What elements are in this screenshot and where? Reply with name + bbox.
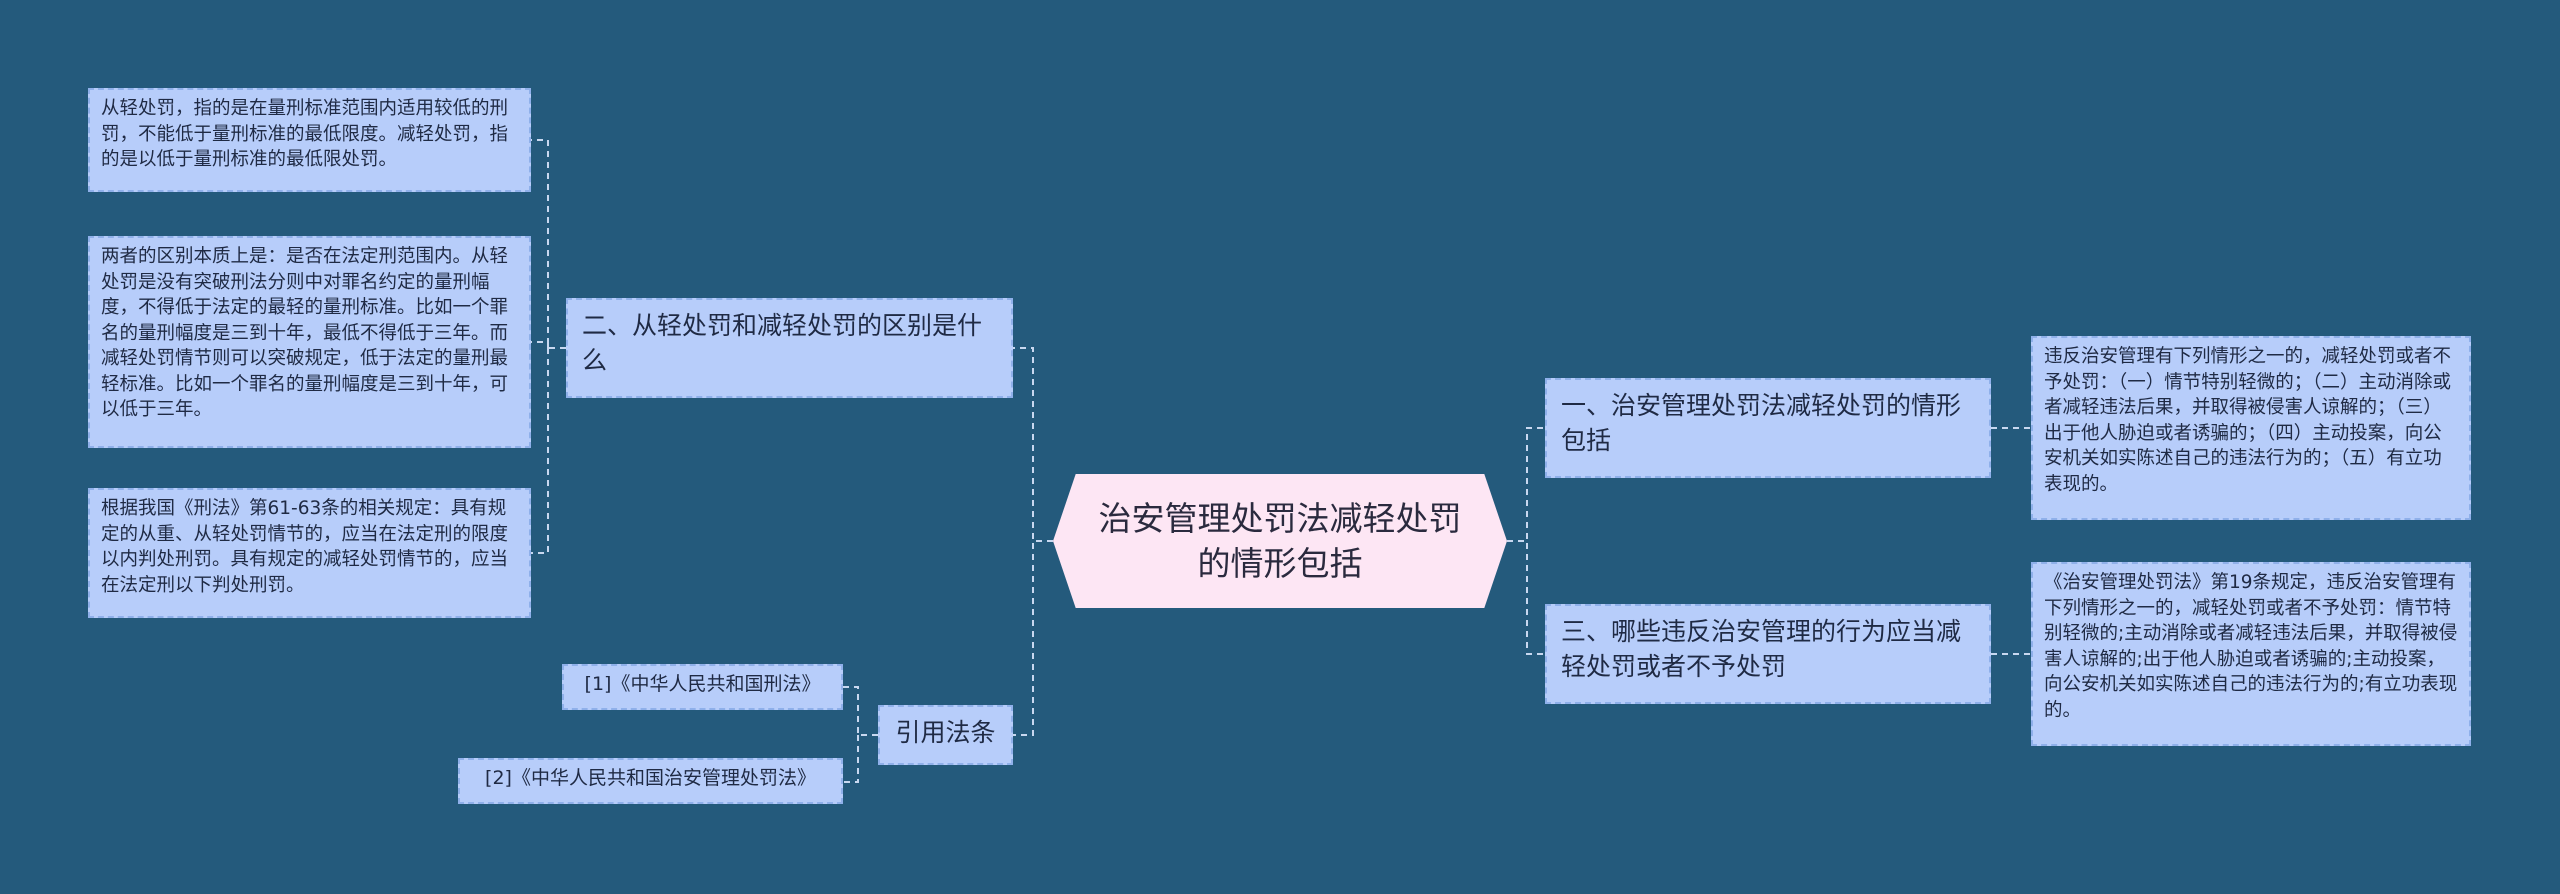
leaf-criminal-law[interactable]: 根据我国《刑法》第61-63条的相关规定：具有规定的从重、从轻处罚情节的，应当在… xyxy=(88,488,531,618)
leaf-criminal-law-text: 根据我国《刑法》第61-63条的相关规定：具有规定的从重、从轻处罚情节的，应当在… xyxy=(101,498,509,596)
leaf-essence[interactable]: 两者的区别本质上是：是否在法定刑范围内。从轻处罚是没有突破刑法分则中对罪名约定的… xyxy=(88,236,531,448)
connector-center-citations xyxy=(1013,540,1053,736)
reference-criminal-law-text: [1]《中华人民共和国刑法》 xyxy=(584,673,821,695)
branch-citations[interactable]: 引用法条 xyxy=(878,705,1013,765)
central-topic[interactable]: 治安管理处罚法减轻处罚的情形包括 xyxy=(1053,474,1507,608)
branch-difference[interactable]: 二、从轻处罚和减轻处罚的区别是什么 xyxy=(566,298,1013,398)
leaf-definition[interactable]: 从轻处罚，指的是在量刑标准范围内适用较低的刑罚，不能低于量刑标准的最低限度。减轻… xyxy=(88,88,531,192)
leaf-definition-text: 从轻处罚，指的是在量刑标准范围内适用较低的刑罚，不能低于量刑标准的最低限度。减轻… xyxy=(101,98,509,170)
branch-violations-label: 三、哪些违反治安管理的行为应当减轻处罚或者不予处罚 xyxy=(1561,617,1962,681)
branch-citations-label: 引用法条 xyxy=(895,718,996,747)
connector-center-violations xyxy=(1507,540,1545,655)
reference-criminal-law[interactable]: [1]《中华人民共和国刑法》 xyxy=(562,664,843,710)
branch-difference-label: 二、从轻处罚和减轻处罚的区别是什么 xyxy=(582,311,983,375)
central-topic-label: 治安管理处罚法减轻处罚的情形包括 xyxy=(1098,499,1462,583)
leaf-article19[interactable]: 《治安管理处罚法》第19条规定，违反治安管理有下列情形之一的，减轻处罚或者不予处… xyxy=(2031,562,2471,746)
reference-security-law[interactable]: [2]《中华人民共和国治安管理处罚法》 xyxy=(458,758,843,804)
leaf-situations-detail-text: 违反治安管理有下列情形之一的，减轻处罚或者不予处罚：（一）情节特别轻微的；（二）… xyxy=(2044,346,2452,495)
leaf-article19-text: 《治安管理处罚法》第19条规定，违反治安管理有下列情形之一的，减轻处罚或者不予处… xyxy=(2044,572,2458,721)
connector-center-difference xyxy=(1013,347,1053,542)
branch-situations-label: 一、治安管理处罚法减轻处罚的情形包括 xyxy=(1561,391,1962,455)
reference-security-law-text: [2]《中华人民共和国治安管理处罚法》 xyxy=(485,767,816,789)
branch-violations[interactable]: 三、哪些违反治安管理的行为应当减轻处罚或者不予处罚 xyxy=(1545,604,1991,704)
connector-difference-leaves xyxy=(531,139,566,554)
connector-center-situations xyxy=(1507,427,1545,542)
leaf-situations-detail[interactable]: 违反治安管理有下列情形之一的，减轻处罚或者不予处罚：（一）情节特别轻微的；（二）… xyxy=(2031,336,2471,520)
connector-citations-refs xyxy=(843,686,878,783)
leaf-essence-text: 两者的区别本质上是：是否在法定刑范围内。从轻处罚是没有突破刑法分则中对罪名约定的… xyxy=(101,246,509,420)
branch-situations[interactable]: 一、治安管理处罚法减轻处罚的情形包括 xyxy=(1545,378,1991,478)
